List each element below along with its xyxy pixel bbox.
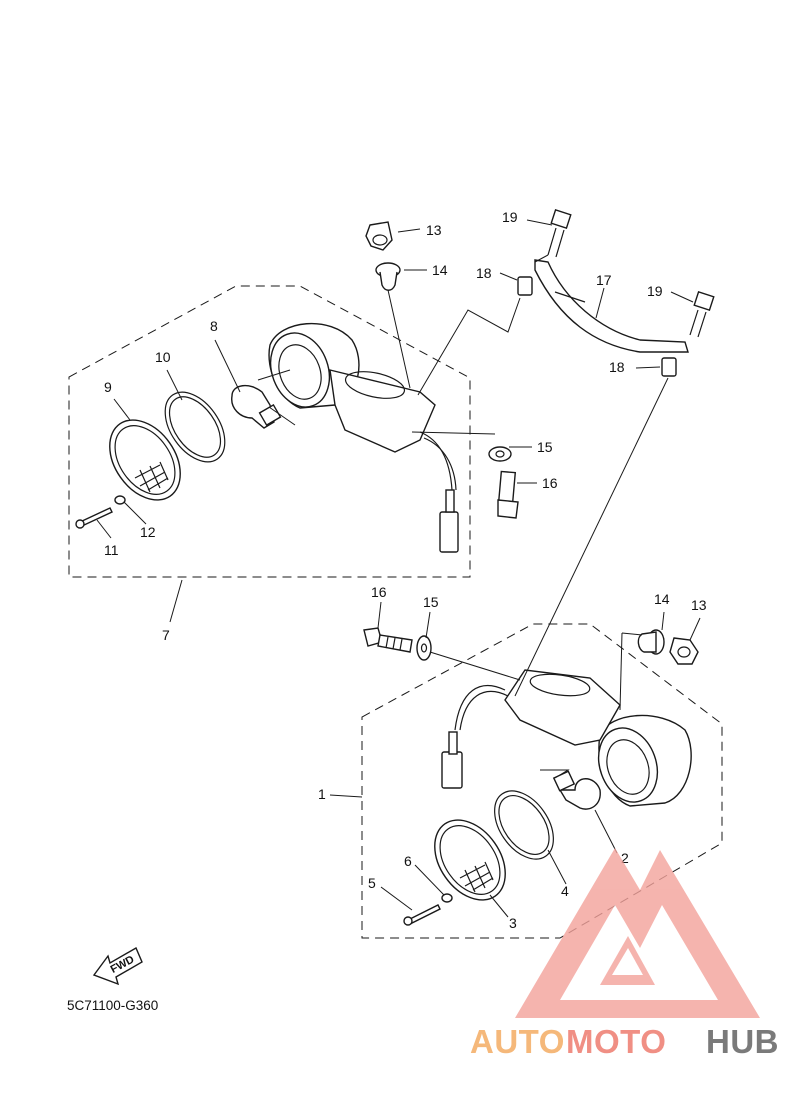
upper-signal-housing	[268, 322, 459, 553]
upper-bulb	[231, 385, 282, 429]
callout-9: 9	[104, 379, 112, 395]
lower-lens	[434, 819, 506, 901]
callout-1: 1	[318, 786, 326, 802]
callout-19-top: 19	[502, 209, 518, 225]
callout-10: 10	[155, 349, 171, 365]
spacer-18-b	[661, 357, 677, 377]
callout-8: 8	[210, 318, 218, 334]
callout-14-top: 14	[432, 262, 448, 278]
lower-screw	[403, 893, 453, 926]
callout-18-top: 18	[476, 265, 492, 281]
callout-18-right: 18	[609, 359, 625, 375]
callout-19-right: 19	[647, 283, 663, 299]
grommet-14-upper	[375, 262, 401, 291]
nut-13-upper	[365, 221, 393, 251]
watermark-hub: HUB	[706, 1023, 779, 1060]
bolt-16-upper	[497, 470, 519, 519]
upper-screw	[75, 495, 126, 529]
callout-15-upper: 15	[537, 439, 553, 455]
callout-5: 5	[368, 875, 376, 891]
callout-16-lower: 16	[371, 584, 387, 600]
callout-14-lower: 14	[654, 591, 670, 607]
callout-12: 12	[140, 524, 156, 540]
watermark-moto: MOTO	[566, 1023, 666, 1060]
bolt-16-lower	[363, 627, 413, 653]
grommet-14-lower	[637, 629, 665, 655]
spacer-18-a	[517, 276, 533, 296]
washer-15-upper	[488, 446, 512, 462]
callout-7: 7	[162, 627, 170, 643]
nut-13-lower	[669, 637, 699, 665]
bolt-19-a	[547, 208, 572, 258]
washer-15-lower	[416, 635, 432, 661]
callout-2: 2	[621, 850, 629, 866]
lower-bulb	[552, 770, 601, 810]
callout-17: 17	[596, 272, 612, 288]
callout-11: 11	[104, 542, 119, 558]
callout-13-lower: 13	[691, 597, 707, 613]
callout-6: 6	[404, 853, 412, 869]
callout-15-lower: 15	[423, 594, 439, 610]
callouts: 13 14 19 18 17 19 18 15 16 8 10 9 11 12 …	[104, 209, 707, 931]
callout-3: 3	[509, 915, 517, 931]
assembly-boundary-lower	[361, 623, 723, 939]
diagram-code: 5C71100-G360	[67, 998, 158, 1013]
callout-13-top: 13	[426, 222, 442, 238]
lower-signal-housing	[441, 669, 692, 807]
watermark-logo-icon	[515, 848, 760, 1018]
lower-gasket	[494, 790, 554, 860]
upper-gasket	[164, 391, 226, 463]
leader-lines	[96, 219, 701, 918]
callout-4: 4	[561, 883, 569, 899]
watermark-auto: AUTO	[470, 1023, 565, 1060]
upper-lens	[109, 419, 181, 501]
bolt-19-b	[689, 290, 715, 338]
fwd-arrow-icon: FWD	[92, 946, 143, 986]
watermark-text: AUTO MOTO HUB	[470, 1023, 779, 1060]
stay-bracket	[534, 259, 689, 353]
callout-16-upper: 16	[542, 475, 558, 491]
